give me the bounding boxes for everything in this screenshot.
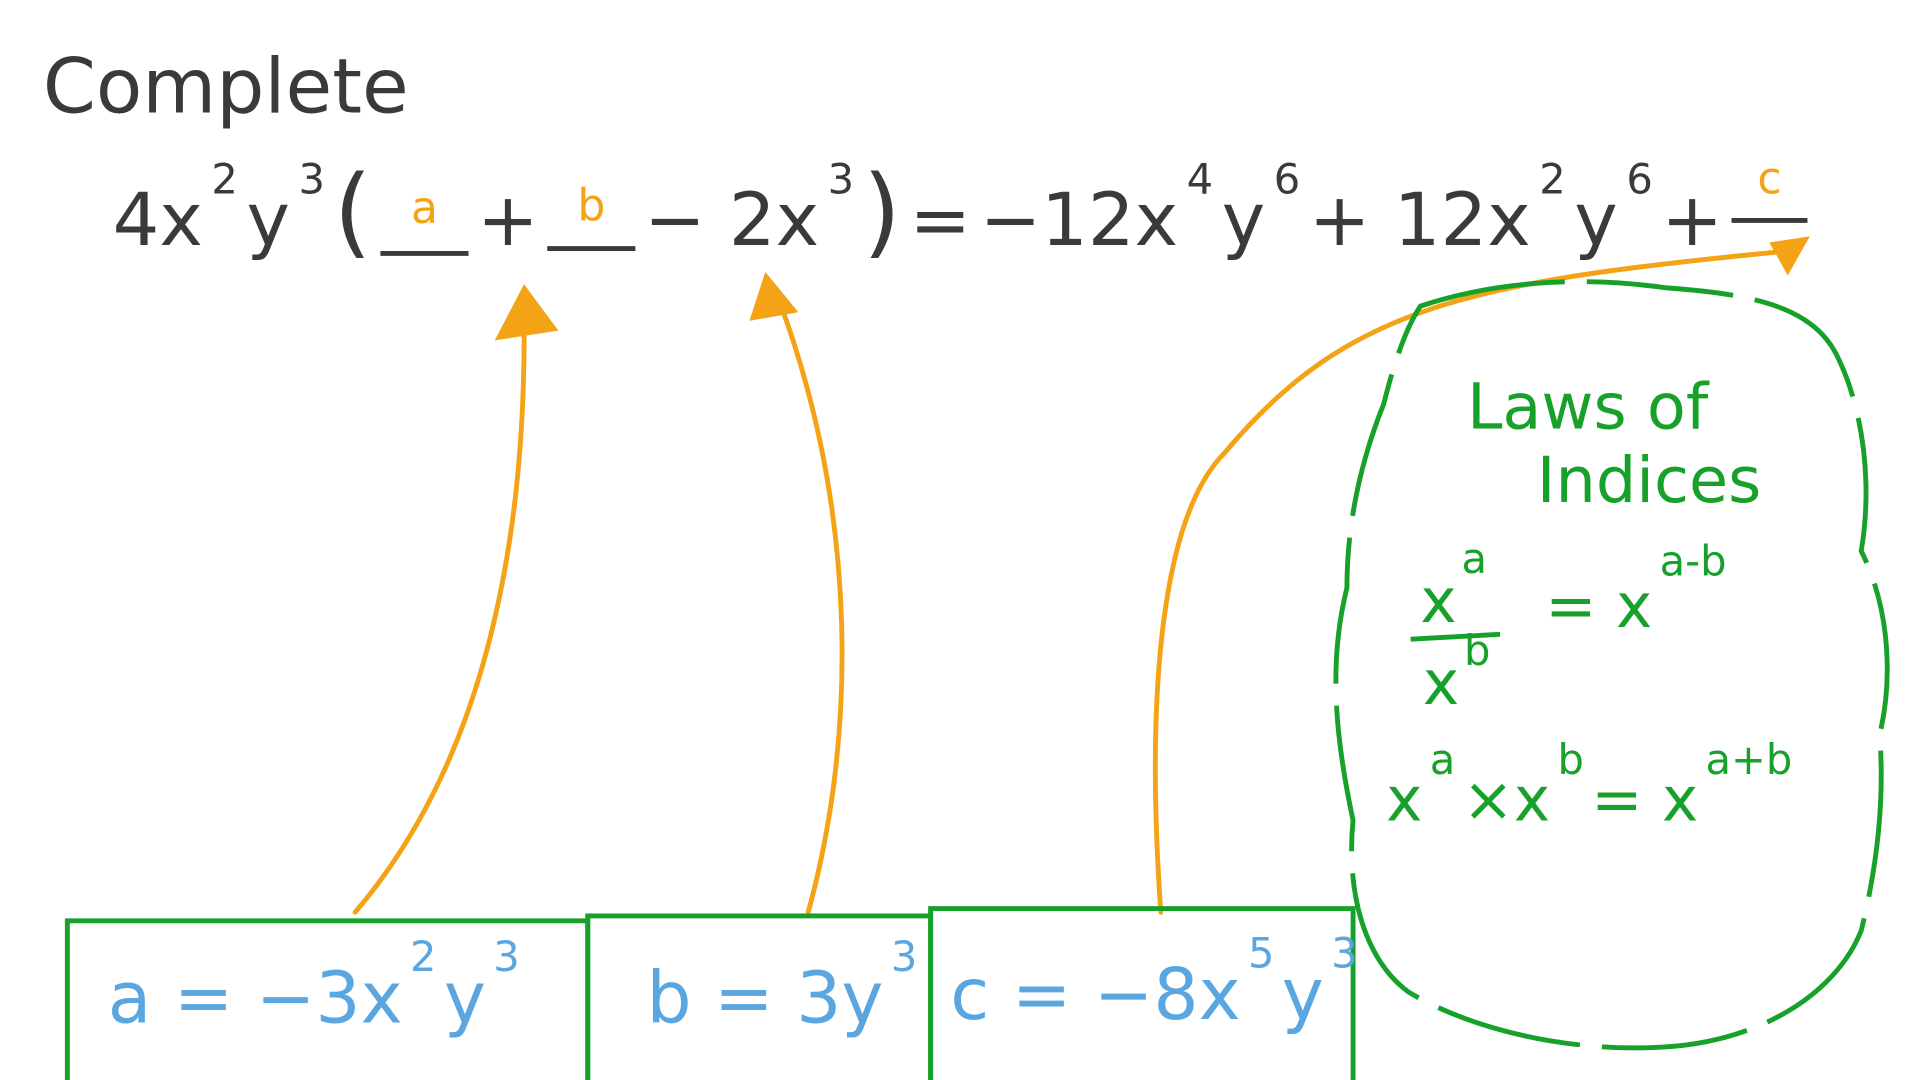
arrowhead-c [1769,236,1810,276]
div-rhs-exp: a-b [1660,537,1727,586]
mul-lhs: x [1386,764,1422,835]
div-num-exp: a [1462,534,1488,583]
answer-b: b = 3y [647,956,884,1039]
answer-a-exp2: 3 [493,932,519,981]
laws-cloud [1333,279,1890,1051]
answer-a: a = −3x [108,956,403,1039]
rhs-term1-exp-y: 6 [1274,154,1300,203]
answer-box-c [928,906,1356,1080]
factor-x: 4x [113,178,203,263]
answer-c-exp2: 3 [1331,928,1357,977]
laws-title-2: Indices [1537,444,1762,518]
minus-term: − 2x [644,178,819,263]
close-paren: ) [863,155,901,269]
arrow-b [778,303,845,915]
plus-1: + [477,178,539,263]
div-den-exp: b [1464,626,1490,675]
mul-lhs-exp: a [1430,735,1456,784]
rhs-term2-exp-y: 6 [1626,154,1652,203]
mul-rhs: = x [1591,764,1698,835]
answer-b-exp: 3 [891,932,917,981]
fraction-bar [1410,631,1501,642]
factor-exp1: 2 [211,154,237,203]
blank-c-label: c [1757,153,1781,204]
div-den: x [1423,648,1459,719]
rhs-term1-exp-x: 4 [1187,154,1213,203]
rhs-plus-2: + [1661,178,1723,263]
mul-times: ×x [1463,764,1551,835]
open-paren: ( [334,155,372,269]
answer-c: c = −8x [950,953,1240,1036]
answer-a-exp1: 2 [410,932,436,981]
factor-y: y [246,178,289,263]
rhs-term2-exp-x: 2 [1539,154,1565,203]
blank-a-label: a [411,183,438,234]
arrow-a [352,315,527,915]
equation: 4x 2 y 3 ( + − 2x 3 ) = −12x 4 y 6 + 12x… [113,153,1808,269]
rhs-term2-y: y [1574,178,1617,263]
arrowhead-a [494,284,559,341]
answer-c-y: y [1282,953,1324,1036]
mul-times-exp: b [1557,735,1583,784]
arrowhead-b [749,271,799,321]
rhs-term1-y: y [1222,178,1265,263]
factor-exp2: 3 [299,154,325,203]
laws-title-1: Laws of [1467,371,1710,445]
answer-c-exp1: 5 [1248,928,1274,977]
minus-term-exp: 3 [828,154,854,203]
rhs-term1: −12x [980,178,1178,263]
equals: = [909,178,971,263]
instruction-text: Complete [43,43,409,131]
answer-a-y: y [444,956,486,1039]
div-rhs: = x [1545,571,1652,642]
rhs-plus-1: + 12x [1309,178,1531,263]
mul-rhs-exp: a+b [1706,735,1793,784]
div-num: x [1420,566,1456,637]
blank-b-label: b [577,180,605,231]
